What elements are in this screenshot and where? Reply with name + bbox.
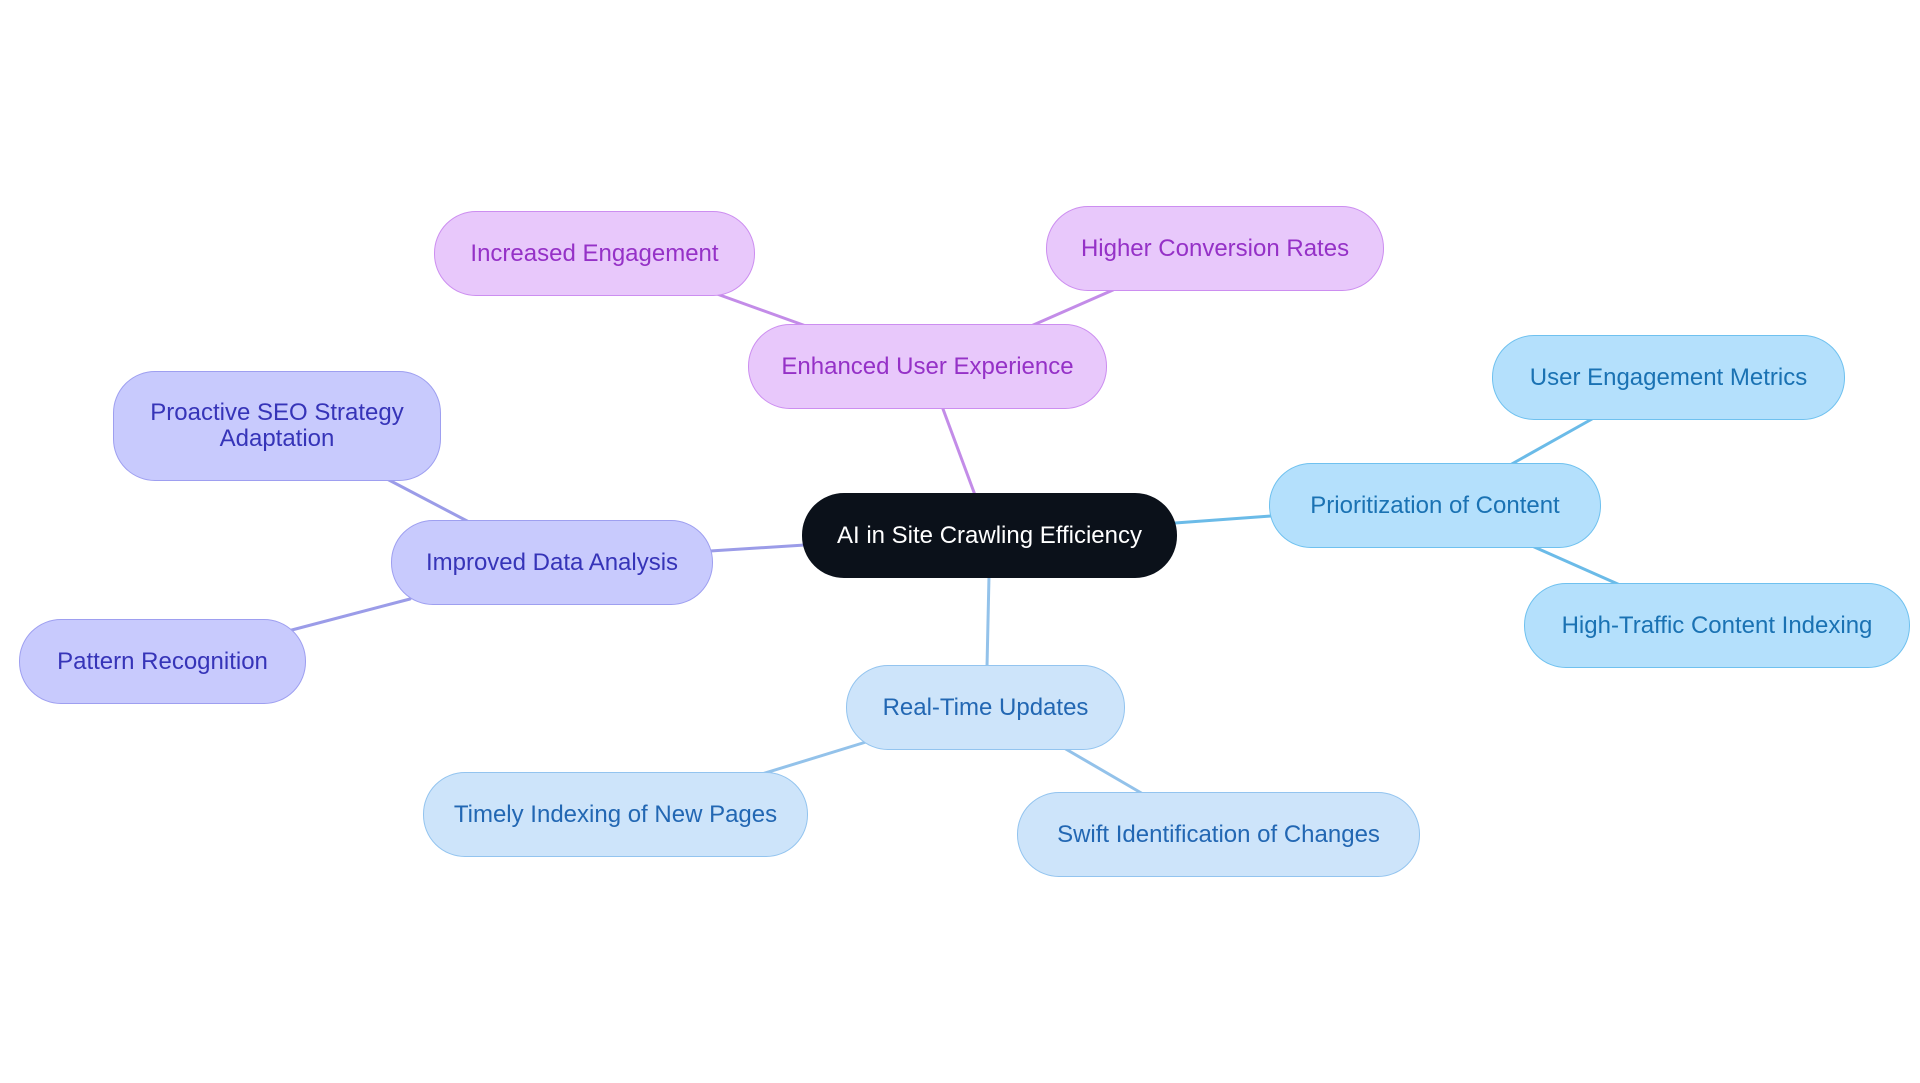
branch-label: Prioritization of Content <box>1310 491 1560 519</box>
leaf-label: Proactive SEO Strategy Adaptation <box>150 399 404 452</box>
branch-node-prioritization-of-content[interactable]: Prioritization of Content <box>1269 463 1601 548</box>
edge-center-improved-data-analysis <box>708 543 807 553</box>
edge-center-real-time-updates <box>985 574 991 669</box>
leaf-node-higher-conversion-rates[interactable]: Higher Conversion Rates <box>1046 206 1384 291</box>
leaf-label: Increased Engagement <box>470 239 719 267</box>
leaf-label: Pattern Recognition <box>57 647 268 675</box>
branch-node-enhanced-user-experience[interactable]: Enhanced User Experience <box>748 324 1107 409</box>
leaf-node-timely-indexing-of-new-pages[interactable]: Timely Indexing of New Pages <box>423 772 808 857</box>
leaf-label: Timely Indexing of New Pages <box>453 800 778 828</box>
branch-label: Enhanced User Experience <box>781 352 1074 380</box>
edge-center-enhanced-user-experience <box>941 407 977 497</box>
edge-enhanced-higher-conversion <box>1029 288 1115 328</box>
edge-updates-timely-indexing <box>760 740 868 776</box>
edge-prioritization-high-traffic <box>1530 544 1622 587</box>
branch-node-real-time-updates[interactable]: Real-Time Updates <box>846 665 1125 750</box>
leaf-label: Higher Conversion Rates <box>1080 234 1350 262</box>
edge-enhanced-increased-engagement <box>715 292 808 328</box>
leaf-node-user-engagement-metrics[interactable]: User Engagement Metrics <box>1492 335 1845 420</box>
branch-label: Real-Time Updates <box>882 693 1089 721</box>
leaf-label: User Engagement Metrics <box>1529 363 1808 391</box>
branch-node-improved-data-analysis[interactable]: Improved Data Analysis <box>391 520 713 605</box>
edge-updates-swift-identification <box>1062 746 1145 796</box>
leaf-node-proactive-seo-strategy-adaptation[interactable]: Proactive SEO Strategy Adaptation <box>113 371 441 481</box>
leaf-node-pattern-recognition[interactable]: Pattern Recognition <box>19 619 306 704</box>
central-topic-label: AI in Site Crawling Efficiency <box>836 521 1142 549</box>
edge-prioritization-user-engagement <box>1508 417 1594 467</box>
leaf-label: Swift Identification of Changes <box>1057 820 1380 848</box>
edge-analysis-pattern-recognition <box>286 597 412 633</box>
leaf-node-swift-identification-of-changes[interactable]: Swift Identification of Changes <box>1017 792 1420 877</box>
edge-center-prioritization-of-content <box>1173 514 1273 525</box>
leaf-label: High-Traffic Content Indexing <box>1561 611 1873 639</box>
central-topic-node[interactable]: AI in Site Crawling Efficiency <box>802 493 1177 578</box>
leaf-node-increased-engagement[interactable]: Increased Engagement <box>434 211 755 296</box>
edge-analysis-proactive-seo <box>385 477 471 524</box>
leaf-node-high-traffic-content-indexing[interactable]: High-Traffic Content Indexing <box>1524 583 1910 668</box>
branch-label: Improved Data Analysis <box>425 548 679 576</box>
